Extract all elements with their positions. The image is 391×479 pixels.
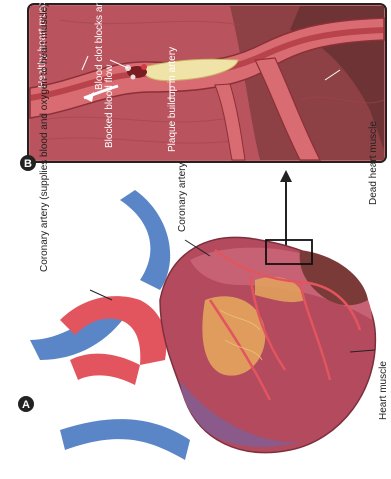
- coronary-supplies-line: Coronary artery (supplies blood and oxyg…: [39, 4, 50, 272]
- label-dead-heart-muscle: Dead heart muscle: [368, 121, 379, 205]
- panel-b-inset: [28, 4, 386, 162]
- label-plaque-buildup: Plaque buildup in artery: [167, 47, 178, 152]
- label-coronary-artery: Coronary artery: [177, 163, 188, 232]
- panel-b-marker: B: [20, 155, 36, 171]
- panel-a-marker: A: [18, 396, 34, 412]
- label-coronary-artery-supplies: Coronary artery (supplies blood and oxyg…: [39, 4, 50, 272]
- heart-illustration: [30, 190, 375, 460]
- label-blocked-blood-flow: Blocked blood flow: [104, 64, 115, 148]
- panel-b-letter: B: [24, 158, 32, 170]
- panel-a-letter: A: [22, 399, 30, 411]
- label-heart-muscle: Heart muscle: [378, 361, 389, 420]
